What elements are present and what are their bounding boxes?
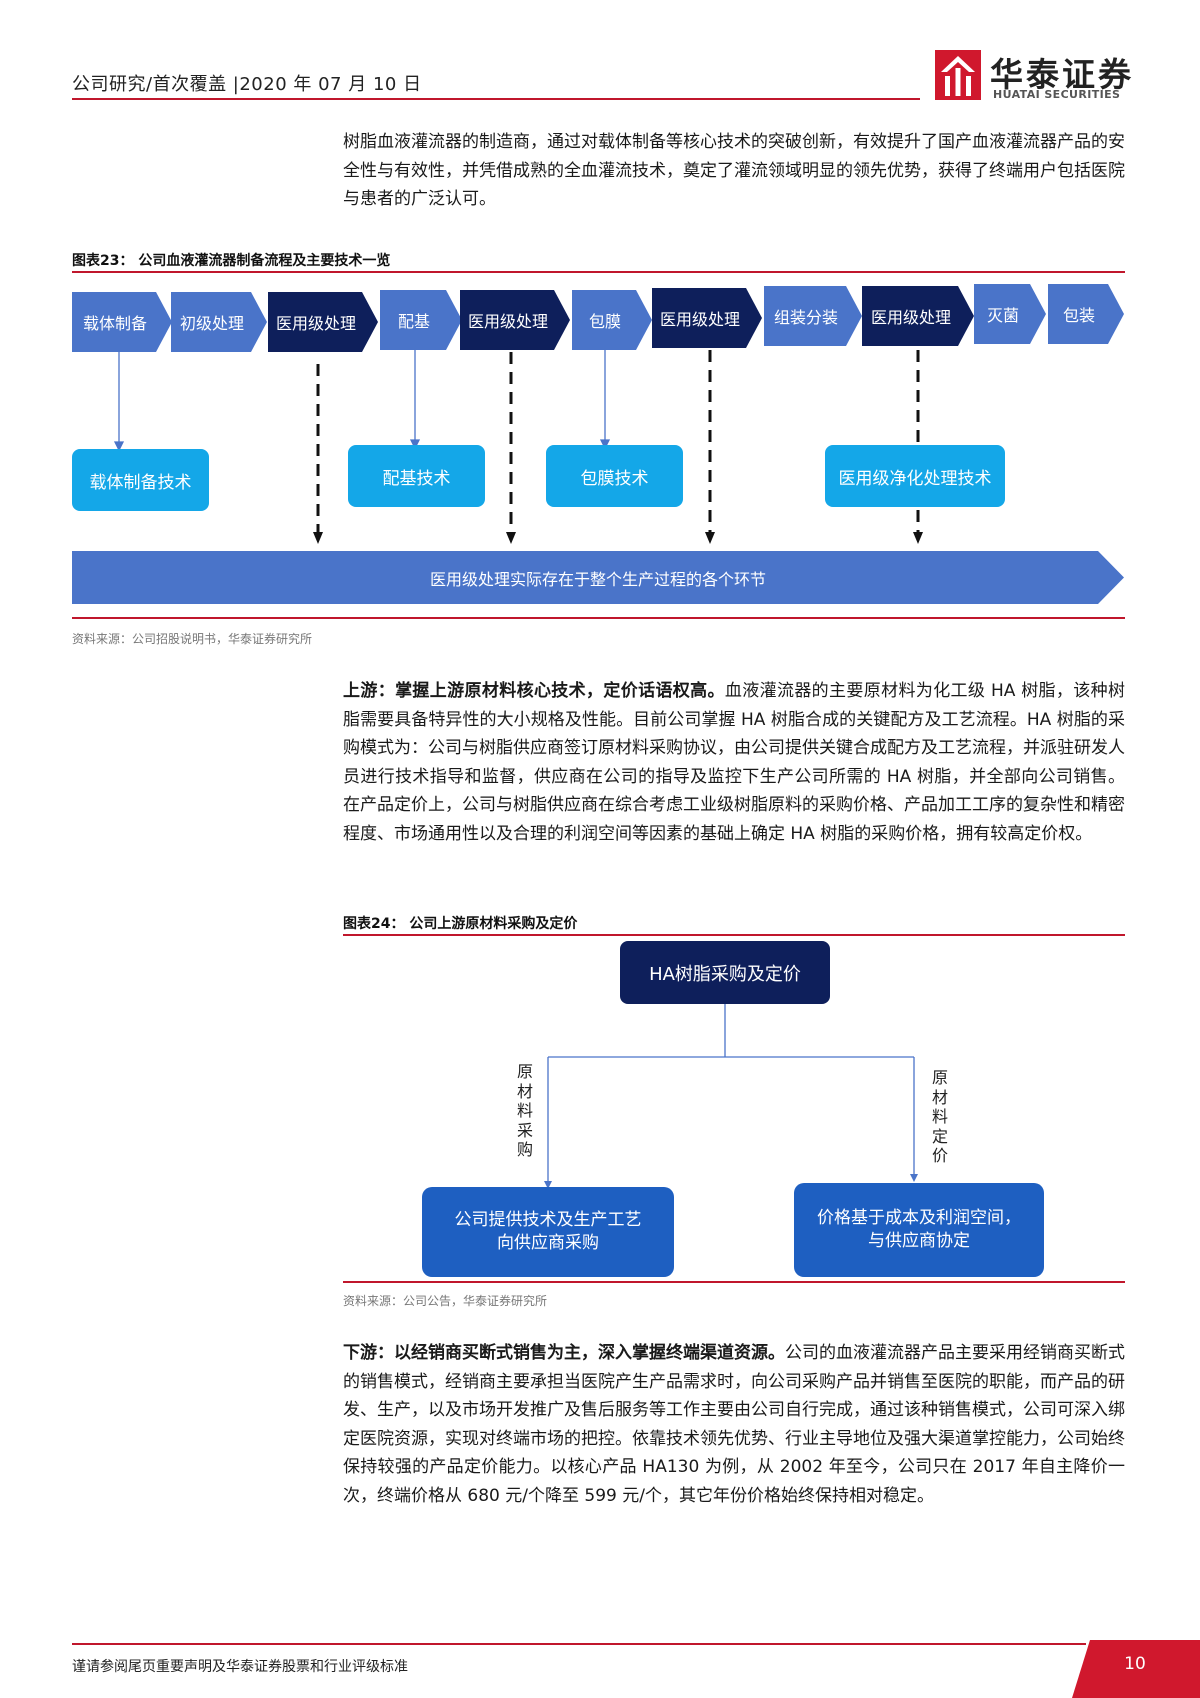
figure24-top-rule: [343, 934, 1125, 936]
figure23-diagram: 载体制备 初级处理 医用级处理 配基 医用级处理 包膜 医用级处理 组装分装 医…: [0, 0, 1200, 620]
flow-step: 包装: [1048, 284, 1124, 344]
figure23-top-rule: [72, 271, 1125, 273]
figure24-root-box: HA树脂采购及定价: [620, 941, 830, 1004]
flow-step: 医用级处理: [862, 286, 974, 346]
flow-step: 配基: [380, 290, 462, 350]
downstream-text: 公司的血液灌流器产品主要采用经销商买断式的销售模式，经销商主要承担当医院产生产品…: [343, 1343, 1125, 1506]
figure23-source: 资料来源：公司招股说明书，华泰证券研究所: [72, 632, 313, 646]
flow-step: 灭菌: [974, 284, 1046, 344]
page-number: 10: [1124, 1654, 1146, 1674]
flow-step: 载体制备: [72, 292, 172, 352]
left-box-line2: 向供应商采购: [497, 1233, 599, 1253]
flow-step: 初级处理: [171, 292, 267, 352]
flow-step: 组装分装: [764, 286, 862, 346]
right-box-line2: 与供应商协定: [868, 1231, 970, 1251]
right-box-line1: 价格基于成本及利润空间，: [817, 1208, 1021, 1228]
figure24-connectors: [544, 1004, 918, 1189]
flow-step: 医用级处理: [652, 288, 762, 348]
logo-english-name: HUATAI SECURITIES: [993, 88, 1121, 101]
figure24-left-box: 公司提供技术及生产工艺 向供应商采购: [422, 1187, 674, 1277]
right-branch-label: 原材料定价: [931, 1068, 948, 1165]
process-summary-bar: 医用级处理实际存在于整个生产过程的各个环节: [72, 551, 1124, 604]
downstream-paragraph: 下游：以经销商买断式销售为主，深入掌握终端渠道资源。公司的血液灌流器产品主要采用…: [343, 1339, 1125, 1510]
figure23-bottom-rule: [72, 617, 1125, 619]
page-number-tab: [1072, 1640, 1200, 1698]
tech-box: 包膜技术: [546, 445, 683, 507]
figure24-source: 资料来源：公司公告，华泰证券研究所: [343, 1294, 548, 1308]
logo-chinese-name: 华泰证券: [990, 55, 1134, 94]
upstream-paragraph: 上游：掌握上游原材料核心技术，定价话语权高。血液灌流器的主要原材料为化工级 HA…: [343, 677, 1125, 848]
header-report-type: 公司研究/首次覆盖 |2020 年 07 月 10 日: [72, 74, 422, 95]
figure24-right-box: 价格基于成本及利润空间， 与供应商协定: [794, 1183, 1044, 1277]
left-branch-label: 原材料采购: [516, 1062, 533, 1159]
downstream-heading: 下游：以经销商买断式销售为主，深入掌握终端渠道资源。: [343, 1343, 785, 1363]
upstream-heading: 上游：掌握上游原材料核心技术，定价话语权高。: [343, 681, 725, 701]
flow-step: 医用级处理: [268, 292, 378, 352]
tech-box: 载体制备技术: [72, 449, 209, 511]
figure23-connectors: [113, 350, 923, 544]
tech-box: 医用级净化处理技术: [825, 445, 1005, 507]
figure24-bottom-rule: [343, 1281, 1125, 1283]
left-box-line1: 公司提供技术及生产工艺: [454, 1210, 642, 1230]
upstream-text: 血液灌流器的主要原材料为化工级 HA 树脂，该种树脂需要具备特异性的大小规格及性…: [343, 681, 1125, 844]
flow-step: 医用级处理: [460, 290, 570, 350]
huatai-logo-icon: [935, 50, 981, 100]
footer-divider: [72, 1643, 1086, 1645]
figure24-caption: 图表24： 公司上游原材料采购及定价: [343, 916, 578, 932]
company-logo: 华泰证券 HUATAI SECURITIES: [935, 48, 1131, 108]
footer-disclaimer: 谨请参阅尾页重要声明及华泰证券股票和行业评级标准: [72, 1659, 408, 1675]
header-divider: [72, 98, 920, 100]
flow-step: 包膜: [572, 290, 652, 350]
tech-box: 配基技术: [348, 445, 485, 507]
figure23-caption: 图表23： 公司血液灌流器制备流程及主要技术一览: [72, 253, 391, 269]
intro-paragraph: 树脂血液灌流器的制造商，通过对载体制备等核心技术的突破创新，有效提升了国产血液灌…: [343, 132, 1125, 209]
